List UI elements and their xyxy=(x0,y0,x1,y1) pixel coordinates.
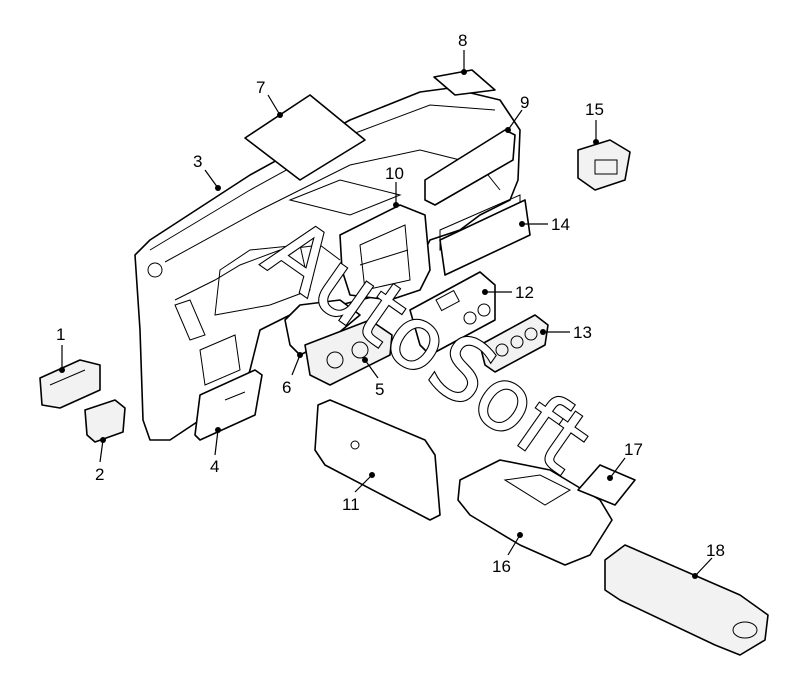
part-8-top-cover xyxy=(433,69,496,96)
callout-labels: 1 2 3 4 5 6 7 8 9 10 11 12 13 14 15 16 1… xyxy=(56,31,725,576)
part-18-rear-tray xyxy=(604,544,769,656)
callout-7: 7 xyxy=(256,78,265,97)
callout-14: 14 xyxy=(551,215,570,234)
callout-16: 16 xyxy=(492,557,511,576)
callout-11: 11 xyxy=(342,495,360,514)
callout-6: 6 xyxy=(282,378,291,397)
part-13-control-unit xyxy=(479,314,549,373)
part-6-cluster-hood xyxy=(284,299,361,356)
callout-4: 4 xyxy=(210,457,219,476)
callout-17: 17 xyxy=(624,440,643,459)
callout-12: 12 xyxy=(515,283,534,302)
part-2-switch xyxy=(84,399,126,443)
part-7-top-panel xyxy=(244,94,366,181)
callout-10: 10 xyxy=(385,164,404,183)
part-5-instrument-cluster xyxy=(304,319,393,386)
part-15-air-vent xyxy=(577,139,631,191)
callout-3: 3 xyxy=(193,152,202,171)
part-12-control-panel xyxy=(409,271,496,356)
part-1-switch-module xyxy=(39,359,101,409)
leader-lines xyxy=(59,50,713,579)
part-16-center-console xyxy=(457,459,613,566)
callout-9: 9 xyxy=(520,93,529,112)
callout-15: 15 xyxy=(585,100,604,119)
part-4-lower-cover xyxy=(194,369,263,441)
callout-18: 18 xyxy=(706,541,725,560)
callout-13: 13 xyxy=(573,323,592,342)
callout-2: 2 xyxy=(95,465,104,484)
part-17-console-lid xyxy=(577,464,636,506)
part-10-center-bezel xyxy=(339,204,431,301)
part-14-lower-trim xyxy=(439,199,531,276)
callout-8: 8 xyxy=(458,31,467,50)
callout-1: 1 xyxy=(56,325,65,344)
part-11-glove-box xyxy=(314,399,441,521)
callout-5: 5 xyxy=(375,380,384,399)
